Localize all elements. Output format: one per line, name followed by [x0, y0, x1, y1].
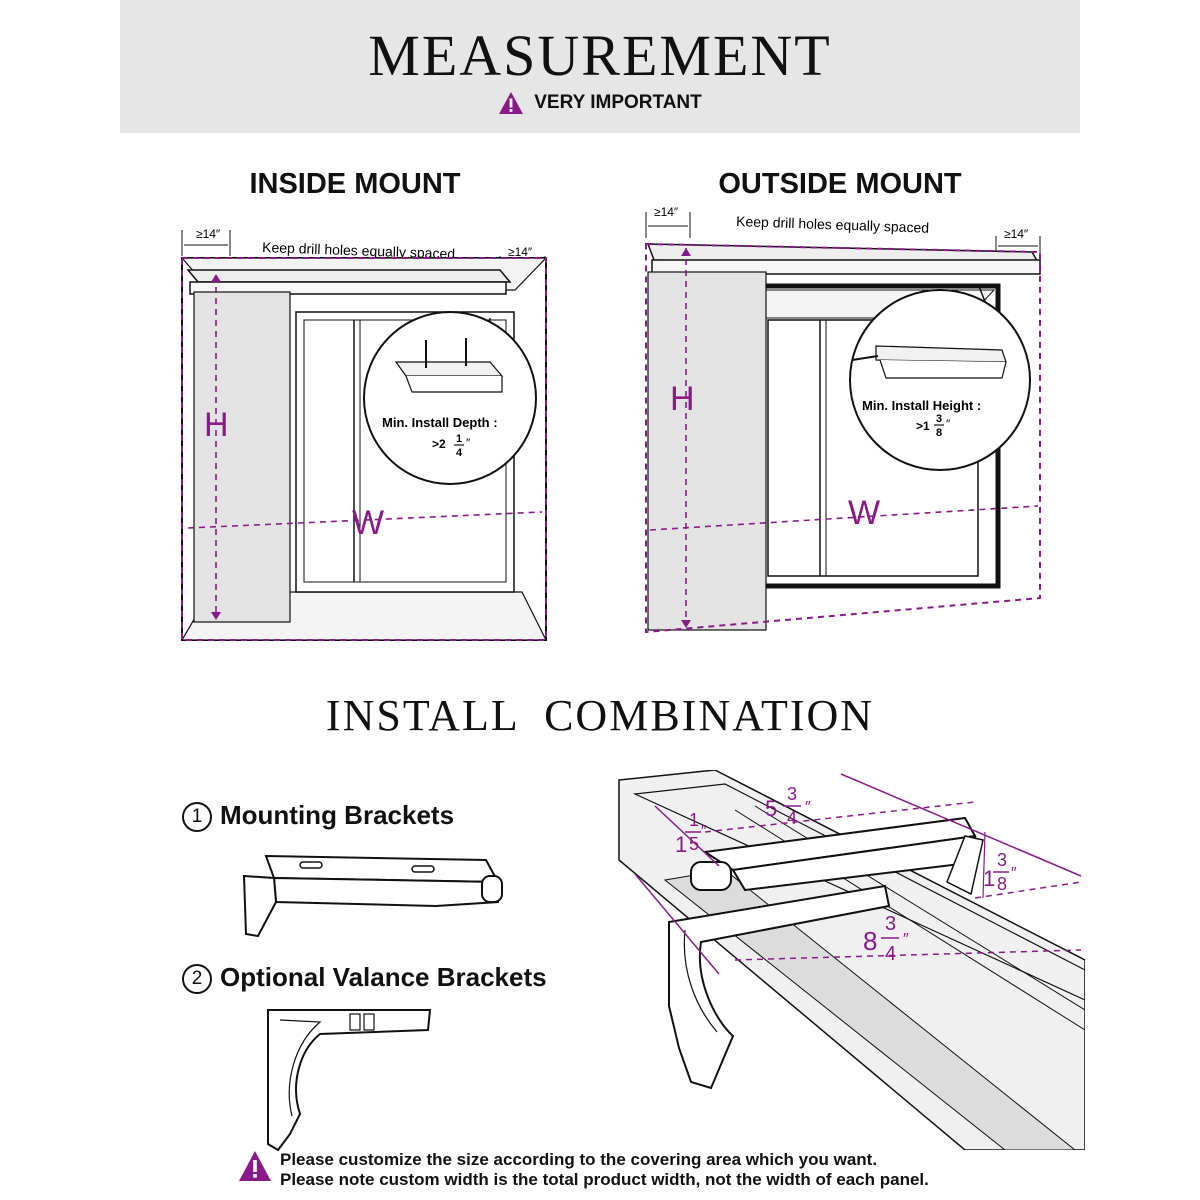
dim-1-whole: 1 — [675, 832, 687, 857]
valance-brackets-label: 2 Optional Valance Brackets — [182, 962, 547, 994]
footer-line-1: Please customize the size according to t… — [280, 1150, 878, 1169]
dim-2-num: 3 — [787, 784, 797, 804]
mounting-bracket-illustration — [242, 854, 503, 938]
valance-bracket-illustration — [267, 1009, 432, 1152]
inside-detail-num: 1 — [456, 433, 462, 445]
dim-2-whole: 5 — [765, 796, 777, 821]
outside-detail-num: 3 — [936, 413, 942, 425]
inside-height-label: H — [204, 406, 229, 444]
dim-2-unit: ″ — [805, 799, 811, 816]
inside-detail-prefix: >2 — [432, 437, 446, 451]
outside-height-label: H — [670, 380, 695, 418]
outside-detail-unit: ″ — [946, 417, 951, 431]
outside-left-gap-label: ≥14″ — [654, 205, 679, 219]
dim-4-whole: 8 — [863, 926, 877, 956]
warning-icon — [499, 92, 524, 114]
dim-1-den: 5 — [689, 834, 699, 854]
dim-4-den: 4 — [885, 943, 896, 965]
inside-detail-unit: ″ — [466, 436, 471, 450]
inside-mount-diagram: ≥14″ ≥14″ Keep drill holes equally space… — [180, 227, 548, 641]
inside-left-gap-label: ≥14″ — [196, 227, 221, 241]
inside-detail-caption: Min. Install Depth : — [382, 415, 498, 430]
dim-3-unit: ″ — [1011, 865, 1017, 882]
number-2-badge: 2 — [182, 964, 212, 994]
page-title: MEASUREMENT — [368, 23, 832, 88]
outside-mount-diagram: ≥14″ ≥14″ Keep drill holes equally space… — [645, 205, 1042, 634]
dim-3-whole: 1 — [983, 866, 995, 891]
number-1-badge: 1 — [182, 802, 212, 832]
outside-detail-den: 8 — [936, 427, 942, 439]
important-notice: VERY IMPORTANT — [0, 91, 1200, 115]
outside-detail-prefix: >1 — [916, 419, 930, 433]
outside-width-label: W — [848, 494, 880, 532]
header-band — [120, 0, 1080, 133]
footer-warning-icon — [239, 1151, 271, 1181]
dim-2-den: 4 — [787, 808, 797, 828]
footer-line-2: Please note custom width is the total pr… — [280, 1170, 929, 1189]
outside-spacing-note: Keep drill holes equally spaced — [736, 213, 929, 236]
dim-4-num: 3 — [885, 913, 896, 935]
valance-brackets-text: Optional Valance Brackets — [220, 962, 547, 992]
mounting-brackets-label: 1 Mounting Brackets — [182, 800, 454, 832]
important-text: VERY IMPORTANT — [534, 92, 702, 114]
outside-mount-heading: OUTSIDE MOUNT — [718, 168, 962, 200]
dim-3-den: 8 — [997, 874, 1007, 894]
install-combination-title: INSTALL COMBINATION — [325, 691, 875, 740]
inside-right-gap-label: ≥14″ — [508, 245, 533, 259]
dim-3-num: 3 — [997, 850, 1007, 870]
outside-detail-caption: Min. Install Height : — [862, 398, 981, 413]
bracket-combination-diagram: 1 1 5 ″ 5 3 4 ″ 1 3 8 ″ 8 3 4 ″ — [618, 770, 1085, 1150]
dim-4-unit: ″ — [903, 931, 909, 948]
outside-right-gap-label: ≥14″ — [1004, 227, 1029, 241]
inside-spacing-note: Keep drill holes equally spaced — [262, 239, 455, 262]
inside-detail-den: 4 — [456, 447, 463, 459]
inside-width-label: W — [352, 504, 384, 542]
inside-mount-heading: INSIDE MOUNT — [249, 168, 461, 200]
dim-1-num: 1 — [689, 810, 699, 830]
dim-1-unit: ″ — [701, 823, 707, 840]
mounting-brackets-text: Mounting Brackets — [220, 800, 455, 830]
